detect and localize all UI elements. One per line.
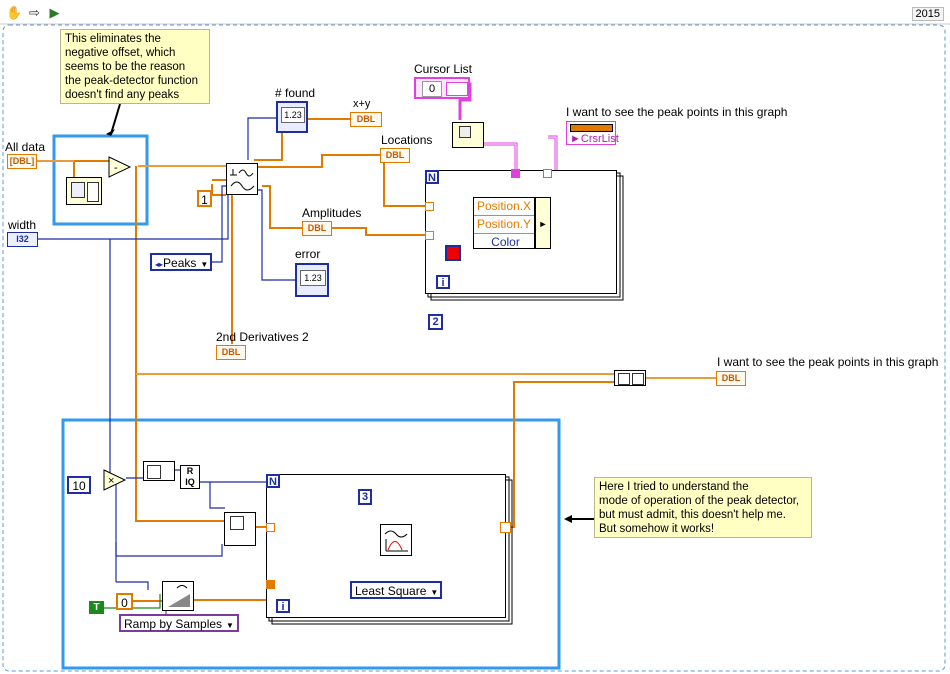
array-subset-node[interactable] xyxy=(143,461,175,481)
all-data-terminal[interactable]: [DBL] xyxy=(7,154,37,169)
width-terminal[interactable]: I32 xyxy=(7,232,38,247)
found-indicator[interactable]: 1.23 xyxy=(276,101,308,133)
locations-label: Locations xyxy=(381,133,433,147)
error-indicator[interactable]: 1.23 xyxy=(295,263,329,297)
lower-loop-tunnel-in xyxy=(266,523,275,532)
upper-loop-tunnel-out xyxy=(543,169,552,178)
svg-text:-: - xyxy=(114,162,118,174)
crsrlist-terminal[interactable]: ►CrsrList xyxy=(566,121,619,145)
locations-terminal[interactable]: DBL xyxy=(380,148,410,163)
lower-loop-iteration-terminal: i xyxy=(276,599,290,613)
bundle-color: Color xyxy=(491,235,520,249)
arrow-tool-icon[interactable]: ⇨ xyxy=(29,5,40,20)
array-min-max-node[interactable] xyxy=(66,177,102,205)
upper-loop-tunnel-y xyxy=(425,231,434,240)
test-structure-frame xyxy=(61,418,561,670)
run-icon[interactable]: ▶ xyxy=(49,5,60,20)
boolean-true-constant[interactable]: T xyxy=(89,601,104,614)
version-year-label: 2015 xyxy=(911,7,944,21)
ramp-icon xyxy=(168,585,190,607)
multiply-node[interactable]: × xyxy=(103,469,127,491)
graph-label-top: I want to see the peak points in this gr… xyxy=(566,105,788,119)
bundle-position-x: Position.X xyxy=(474,198,534,216)
threshold-constant[interactable]: 1 xyxy=(197,190,212,207)
upper-loop-count-terminal[interactable]: N xyxy=(425,170,439,184)
upper-loop-iteration-terminal: i xyxy=(436,275,450,289)
ramp-pattern-node[interactable] xyxy=(162,581,194,611)
svg-text:×: × xyxy=(108,475,114,487)
amplitudes-terminal[interactable]: DBL xyxy=(302,221,332,236)
bundle-position-y: Position.Y xyxy=(474,216,534,234)
lower-loop-tunnel-out xyxy=(500,522,511,533)
all-data-label: All data xyxy=(5,140,46,154)
peak-detector-icon xyxy=(230,169,255,191)
ramp-by-samples-ring[interactable]: Ramp by Samples▼ xyxy=(119,614,239,632)
cursor-list-constant[interactable]: 0 xyxy=(414,77,470,99)
replace-array-subset-node[interactable]: ► xyxy=(535,197,551,249)
constant-zero[interactable]: 0 xyxy=(116,593,133,610)
xy-terminal[interactable]: DBL xyxy=(350,112,382,127)
peak-detector-explanation-note: Here I tried to understand the mode of o… xyxy=(594,477,812,538)
upper-loop-tunnel-cursor xyxy=(511,169,520,178)
reshape-array-node[interactable] xyxy=(224,512,256,546)
peaks-ring[interactable]: ◂▸Peaks▼ xyxy=(150,253,212,271)
cursor-list-label: Cursor List xyxy=(414,62,473,76)
graph-terminal-bottom[interactable]: DBL xyxy=(716,371,746,386)
upper-loop-tunnel-x xyxy=(425,202,434,211)
constant-ten[interactable]: 10 xyxy=(67,476,91,494)
bundle-by-name-node[interactable]: Position.X Position.Y Color xyxy=(473,197,535,249)
offset-explanation-note: This eliminates the negative offset, whi… xyxy=(60,29,210,104)
color-constant[interactable] xyxy=(445,245,461,261)
second-derivatives-label: 2nd Derivatives 2 xyxy=(216,330,309,344)
error-label: error xyxy=(295,247,321,261)
lower-loop-count-terminal[interactable]: N xyxy=(266,474,280,488)
found-label: # found xyxy=(275,86,316,100)
peak-fit-icon xyxy=(384,530,408,552)
second-derivatives-terminal[interactable]: DBL xyxy=(216,345,246,360)
least-square-ring[interactable]: Least Square▼ xyxy=(350,581,442,599)
diagram-border xyxy=(2,24,946,672)
peak-detector-node[interactable] xyxy=(226,163,258,195)
constant-two[interactable]: 2 xyxy=(428,314,443,330)
build-cluster-array-node[interactable] xyxy=(614,370,646,386)
peak-fit-node[interactable] xyxy=(380,524,412,556)
xy-label: x+y xyxy=(353,98,371,110)
hand-tool-icon[interactable]: ✋ xyxy=(6,5,23,20)
lower-loop-shift-register xyxy=(266,580,275,589)
graph-label-bottom: I want to see the peak points in this gr… xyxy=(717,355,939,369)
constant-three[interactable]: 3 xyxy=(358,489,372,505)
amplitudes-label: Amplitudes xyxy=(302,206,362,220)
build-array-node[interactable] xyxy=(452,122,484,148)
subtract-node[interactable]: - xyxy=(108,156,132,178)
width-label: width xyxy=(8,218,37,232)
offset-structure-frame xyxy=(52,134,149,226)
